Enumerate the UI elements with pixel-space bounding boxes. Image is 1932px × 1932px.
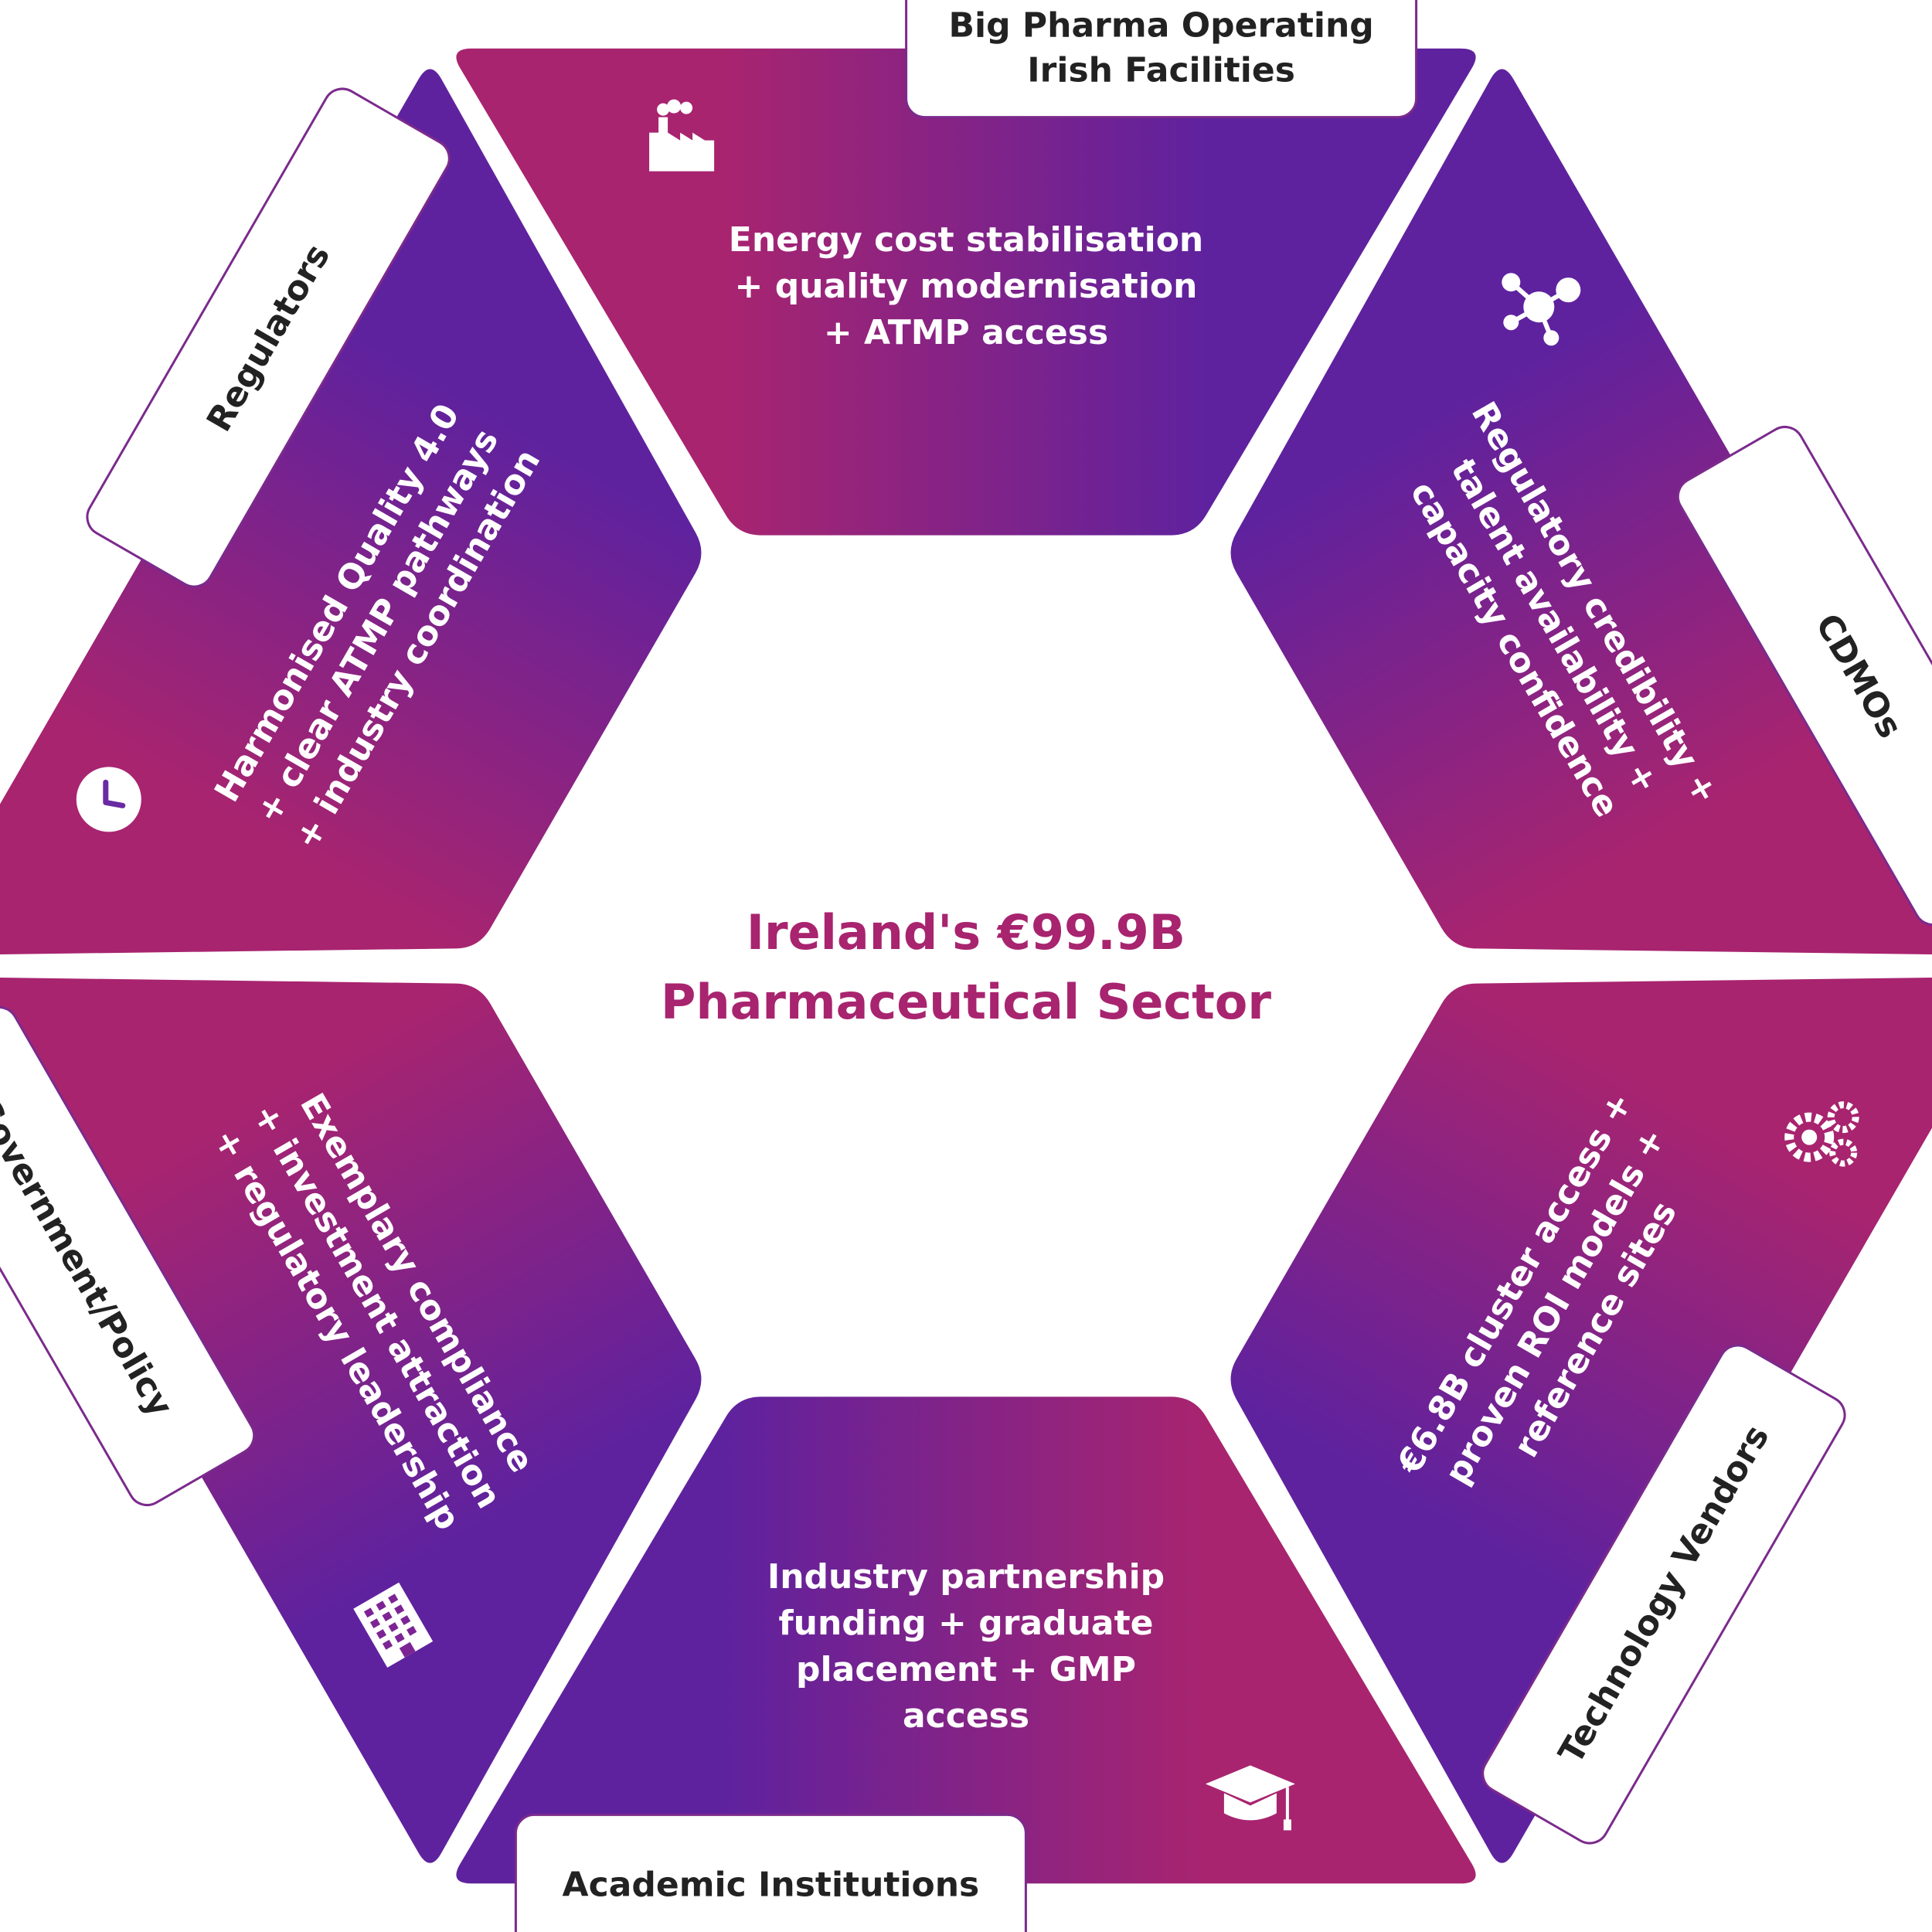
gears-icon	[1784, 1101, 1859, 1167]
segment-shape-bottom	[456, 1396, 1476, 1884]
segment-benefit-top: Energy cost stabilisation + quality moder…	[729, 220, 1203, 352]
stakeholder-label-box	[0, 1005, 256, 1507]
segment-shape-upper-left	[0, 69, 702, 954]
segment-benefit-bottom: Industry partnership funding + graduate pl…	[767, 1557, 1165, 1736]
stakeholder-label-text: Irish Facilities	[1027, 51, 1295, 90]
building-icon	[353, 1582, 434, 1668]
factory-icon	[649, 99, 715, 172]
clock-icon	[76, 767, 141, 832]
stakeholder-label-upper-right: CDMOs	[1676, 425, 1932, 927]
stakeholder-label-text: Academic Institutions	[563, 1865, 980, 1904]
stakeholder-label-box	[514, 1813, 1027, 1932]
center-title-line-2: Pharmaceutical Sector	[661, 974, 1271, 1030]
benefit-line: placement + GMP	[796, 1650, 1136, 1689]
benefit-line: Industry partnership	[767, 1557, 1165, 1597]
segment-shape-upper-right	[1230, 69, 1932, 954]
stakeholder-label-text: Big Pharma Operating	[948, 6, 1373, 46]
segment-shape-lower-left	[0, 978, 702, 1863]
benefit-line: + ATMP access	[824, 313, 1108, 352]
stakeholder-label-box	[1676, 425, 1932, 927]
benefit-line: Energy cost stabilisation	[729, 220, 1203, 260]
segment-bottom: Industry partnership funding + graduate pl…	[456, 1396, 1476, 1932]
stakeholder-label-bottom: Academic Institutions	[514, 1813, 1027, 1932]
benefit-line: + quality modernisation	[735, 267, 1198, 306]
segment-shape-lower-right	[1230, 978, 1932, 1863]
center-title-line-1: Ireland's €99.9B	[747, 904, 1185, 961]
stakeholder-label-box	[1481, 1344, 1846, 1845]
segment-top: Energy cost stabilisation + quality moder…	[456, 0, 1476, 536]
benefit-line: funding + graduate	[779, 1604, 1154, 1643]
graduation-cap-icon	[1205, 1765, 1295, 1831]
segment-upper-right: Regulatory credibility +talent availabil…	[1230, 69, 1932, 954]
segment-lower-left: Exemplary compliance+ investment attract…	[0, 978, 702, 1863]
benefit-line: access	[903, 1696, 1029, 1736]
network-icon	[1502, 273, 1581, 346]
stakeholder-label-box	[905, 0, 1418, 119]
segment-lower-right: €6.8B cluster access +proven ROI models …	[1230, 978, 1932, 1863]
stakeholder-label-box	[86, 87, 451, 588]
